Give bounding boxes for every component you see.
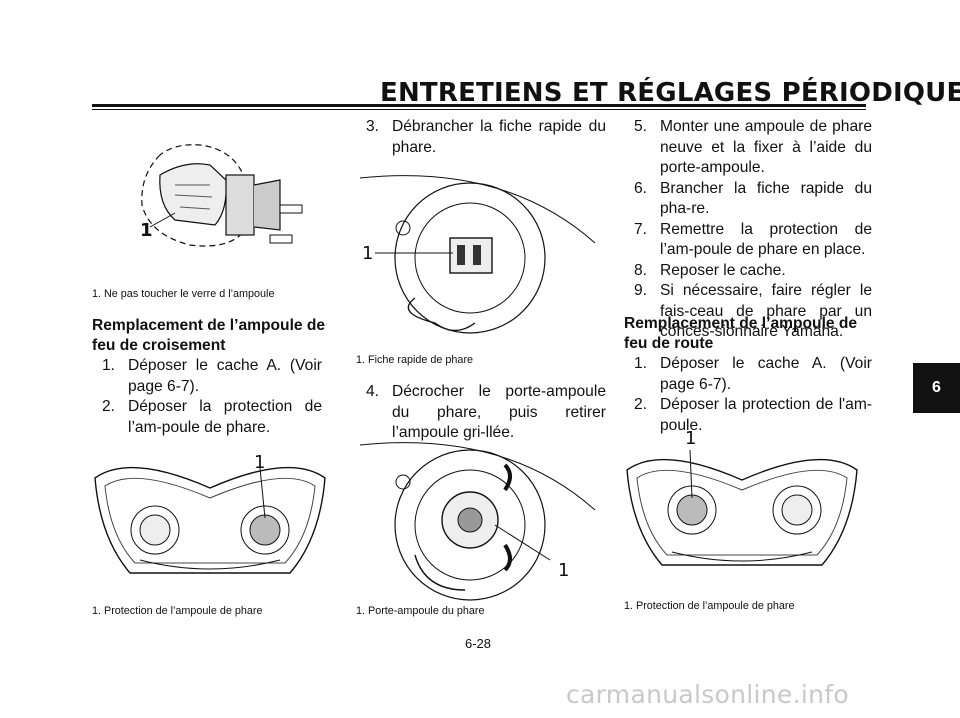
section-heading-high-beam-1: Remplacement de l’ampoule de [624, 315, 858, 332]
step-item: 2. Déposer la protection de l’am-poule d… [92, 397, 322, 438]
step-text: Si nécessaire, faire régler le fais-ceau… [660, 282, 872, 340]
step-text: Brancher la fiche rapide du pha-re. [660, 179, 872, 218]
fig3-callout: 1 [362, 243, 374, 264]
step-number: 2. [634, 396, 648, 413]
page-header-title: ENTRETIENS ET RÉGLAGES PÉRIODIQUES [380, 78, 960, 108]
col2-steps-top: 3. Débrancher la fiche rapide du phare. [356, 117, 606, 158]
step-number: 8. [634, 261, 648, 279]
step-number: 7. [634, 220, 648, 238]
step-text: Déposer le cache A. (Voir page 6-7). [660, 355, 872, 393]
step-number: 5. [634, 118, 648, 135]
step-text: Décrocher le porte-ampoule du phare, pui… [392, 383, 606, 441]
fig5-callout: 1 [685, 428, 697, 449]
section-heading-low-beam-1: Remplacement de l’ampoule de [92, 317, 326, 334]
step-text: Reposer le cache. [660, 261, 786, 279]
step-text: Déposer la protection de l'am-poule. [660, 396, 872, 434]
fig5-caption: 1. Protection de l’ampoule de phare [624, 600, 795, 612]
step-item: 8. Reposer le cache. [624, 261, 872, 282]
chapter-tab: 6 [913, 363, 960, 413]
fig2-callout: 1 [254, 452, 266, 473]
fig1-caption: 1. Ne pas toucher le verre d l’ampoule [92, 288, 275, 300]
step-item: 5. Monter une ampoule de phare neuve et … [624, 117, 872, 179]
step-item: 2. Déposer la protection de l'am-poule. [624, 395, 872, 436]
fig3-caption: 1. Fiche rapide de phare [356, 354, 474, 366]
col3-steps-bottom: 1. Déposer le cache A. (Voir page 6-7). … [624, 354, 872, 436]
col1-steps: 1. Déposer le cache A. (Voir page 6-7). … [92, 356, 322, 438]
step-item: 1. Déposer le cache A. (Voir page 6-7). [92, 356, 322, 397]
step-number: 1. [102, 357, 116, 374]
step-item: 9. Si nécessaire, faire régler le fais-c… [624, 281, 872, 343]
step-text: Monter une ampoule de phare neuve et la … [660, 118, 872, 176]
page-number: 6-28 [465, 636, 492, 651]
watermark-text: carmanualsonline.info [566, 680, 849, 709]
step-item: 4. Décrocher le porte-ampoule du phare, … [356, 382, 606, 444]
step-number: 9. [634, 282, 648, 299]
col3-steps-top: 5. Monter une ampoule de phare neuve et … [624, 117, 872, 343]
step-number: 4. [366, 383, 380, 400]
step-item: 7. Remettre la protection de l’am-poule … [624, 220, 872, 261]
fig4-caption: 1. Porte-ampoule du phare [356, 605, 485, 617]
fig2-caption: 1. Protection de l’ampoule de phare [92, 605, 263, 617]
step-text: Déposer le cache A. (Voir page 6-7). [128, 357, 322, 395]
fig1-callout: 1 [140, 220, 153, 241]
col2-steps-mid: 4. Décrocher le porte-ampoule du phare, … [356, 382, 606, 444]
fig4-callout: 1 [558, 560, 570, 581]
headlight-illustration [94, 466, 326, 574]
connector-illustration [359, 175, 596, 334]
step-number: 2. [102, 398, 116, 415]
section-heading-high-beam-2: feu de route [624, 335, 714, 352]
step-text: Déposer la protection de l’am-poule de p… [128, 398, 322, 436]
header-rule [92, 104, 866, 107]
step-item: 6. Brancher la fiche rapide du pha-re. [624, 179, 872, 220]
step-item: 1. Déposer le cache A. (Voir page 6-7). [624, 354, 872, 395]
section-heading-low-beam-2: feu de croisement [92, 337, 226, 354]
bulb-illustration [141, 144, 303, 247]
header-rule-thin [92, 109, 866, 110]
headlight-illustration-high-beam [626, 449, 858, 566]
step-number: 1. [634, 355, 648, 372]
step-item: 3. Débrancher la fiche rapide du phare. [356, 117, 606, 158]
step-text: Débrancher la fiche rapide du phare. [392, 118, 606, 156]
step-number: 3. [366, 118, 380, 135]
bulb-holder-illustration [359, 442, 596, 601]
step-number: 6. [634, 179, 648, 197]
step-text: Remettre la protection de l’am-poule de … [660, 220, 872, 259]
